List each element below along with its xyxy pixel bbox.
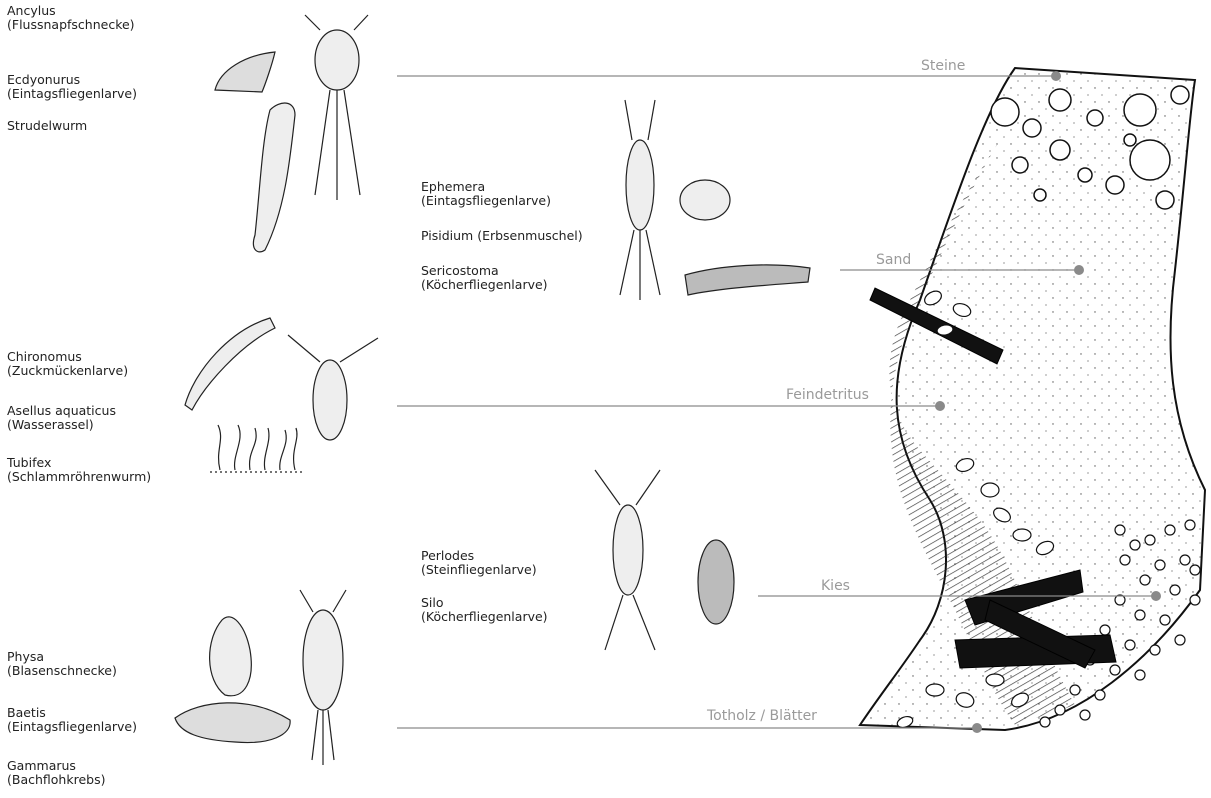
habitat-label-feindetritus: Feindetritus (786, 387, 869, 403)
asellus-drawing (288, 335, 378, 440)
organism-label-pisidium: Pisidium (Erbsenmuschel) (421, 229, 583, 243)
organism-label-baetis: Baetis (Eintagsfliegenlarve) (7, 706, 137, 734)
leader-dot-steine (1051, 71, 1061, 81)
silo-drawing (698, 540, 734, 624)
habitat-label-sand: Sand (876, 252, 911, 268)
organism-label-perlodes: Perlodes (Steinfliegenlarve) (421, 549, 537, 577)
habitat-label-totholz: Totholz / Blätter (707, 708, 817, 724)
tubifex-drawing (210, 425, 305, 472)
organism-label-ancylus: Ancylus (Flussnapfschnecke) (7, 4, 135, 32)
organism-label-strudelwurm: Strudelwurm (7, 119, 87, 133)
organism-label-gammarus: Gammarus (Bachflohkrebs) (7, 759, 105, 787)
chironomus-drawing (185, 318, 275, 410)
organism-label-ephemera: Ephemera (Eintagsfliegenlarve) (421, 180, 551, 208)
organism-label-tubifex: Tubifex (Schlammröhrenwurm) (7, 456, 151, 484)
ecdyonurus-drawing (305, 15, 368, 200)
physa-drawing (210, 617, 252, 696)
organism-label-sericostoma: Sericostoma (Köcherfliegenlarve) (421, 264, 548, 292)
organism-drawings (175, 15, 810, 765)
ancylus-drawing (215, 52, 275, 92)
habitat-label-kies: Kies (821, 578, 850, 594)
organism-label-asellus: Asellus aquaticus (Wasserassel) (7, 404, 116, 432)
strudelwurm-drawing (253, 103, 295, 252)
streambed-illustration (860, 68, 1205, 730)
pisidium-drawing (680, 180, 730, 220)
organism-label-chironomus: Chironomus (Zuckmückenlarve) (7, 350, 128, 378)
organism-label-ecdyonurus: Ecdyonurus (Eintagsfliegenlarve) (7, 73, 137, 101)
leader-dot-kies (1151, 591, 1161, 601)
baetis-drawing (300, 590, 346, 765)
habitat-label-steine: Steine (921, 58, 965, 74)
leader-dot-totholz (972, 723, 982, 733)
leader-dot-feindetritus (935, 401, 945, 411)
gammarus-drawing (175, 703, 290, 743)
sericostoma-drawing (685, 265, 810, 295)
organism-label-physa: Physa (Blasenschnecke) (7, 650, 117, 678)
perlodes-drawing (595, 470, 660, 650)
organism-label-silo: Silo (Köcherfliegenlarve) (421, 596, 548, 624)
ephemera-drawing (620, 100, 660, 300)
leader-dot-sand (1074, 265, 1084, 275)
